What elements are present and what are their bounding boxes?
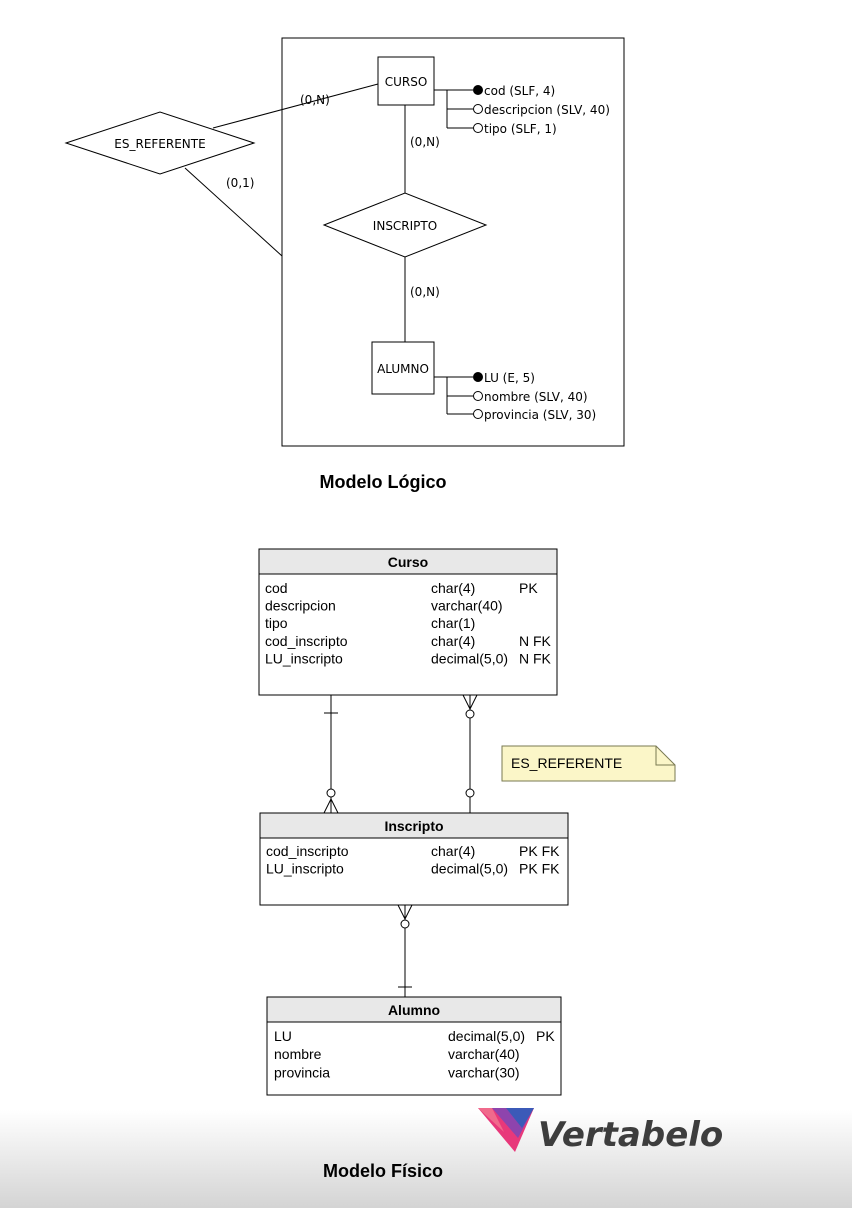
curso-column-name: descripcion [265, 598, 336, 614]
curso-column-type: char(4) [431, 633, 475, 649]
attribute-marker-icon [473, 104, 483, 114]
page-background-fade [0, 1110, 852, 1208]
curso-column-name: tipo [265, 615, 288, 631]
curso-column-key: N FK [519, 633, 552, 649]
crow-foot-icon [330, 798, 339, 814]
inscripto-column-name: LU_inscripto [266, 861, 344, 877]
cardinality-es-referente-curso: (0,N) [300, 93, 330, 107]
alumno-column-name: LU [274, 1028, 292, 1044]
crow-foot-icon [404, 904, 413, 920]
inscripto-table: Inscripto cod_inscripto char(4) PK FK LU_in… [259, 812, 569, 906]
note-label: ES_REFERENTE [511, 755, 622, 771]
curso-column-key: PK [519, 580, 538, 596]
inscripto-column-name: cod_inscripto [266, 843, 349, 859]
key-attribute-marker-icon [473, 372, 483, 382]
curso-column-key: N FK [519, 650, 552, 666]
inscripto-alumno-reference [397, 904, 413, 997]
optional-circle-icon [465, 709, 475, 719]
cardinality-inscripto-alumno: (0,N) [410, 285, 440, 299]
alumno-table-header [266, 996, 562, 1023]
note-fold-icon [655, 746, 675, 766]
es-referente-to-frame-line [184, 167, 283, 257]
alumno-column-name: nombre [274, 1046, 322, 1062]
alumno-column-type: varchar(40) [448, 1046, 520, 1062]
attribute-marker-icon [473, 123, 483, 133]
alumno-table-title: Alumno [388, 1002, 440, 1018]
attribute-marker-icon [473, 391, 483, 401]
curso-column-type: decimal(5,0) [431, 650, 508, 666]
cardinality-es-referente-box: (0,1) [226, 176, 254, 190]
alumno-attribute-nombre: nombre (SLV, 40) [484, 390, 588, 404]
curso-entity [377, 56, 435, 106]
curso-table-rows: cod char(4) PK descripcion varchar(40) tipo ch… [265, 580, 552, 666]
inscripto-relationship [322, 192, 488, 258]
crow-foot-icon [469, 694, 478, 710]
attribute-marker-icon [473, 409, 483, 419]
curso-entity-label: CURSO [385, 75, 428, 89]
alumno-entity [371, 341, 435, 395]
es-referente-label: ES_REFERENTE [114, 137, 205, 151]
es-referente-to-curso-line [212, 83, 379, 129]
curso-column-type: varchar(40) [431, 598, 503, 614]
logical-model-caption: Modelo Lógico [320, 472, 447, 492]
alumno-attributes: LU (E, 5) nombre (SLV, 40) provincia (SL… [434, 371, 596, 422]
crow-foot-icon [462, 694, 471, 710]
crow-foot-icon [397, 904, 406, 920]
inscripto-column-key: PK FK [519, 843, 560, 859]
alumno-column-type: varchar(30) [448, 1064, 520, 1080]
cardinality-curso-inscripto: (0,N) [410, 135, 440, 149]
alumno-table-rows: LU decimal(5,0) PK nombre varchar(40) provinc… [274, 1028, 555, 1080]
optional-circle-icon [400, 919, 410, 929]
logo-wordmark: Vertabelo [538, 1115, 723, 1155]
logo-mark-icon [506, 1108, 534, 1128]
curso-column-name: LU_inscripto [265, 650, 343, 666]
inscripto-label: INSCRIPTO [373, 219, 437, 233]
curso-table-header [258, 548, 558, 575]
inscripto-table-rows: cod_inscripto char(4) PK FK LU_inscripto dec… [266, 843, 560, 877]
curso-attribute-cod: cod (SLF, 4) [484, 84, 555, 98]
logical-model: ES_REFERENTE INSCRIPTO CURSO ALUMNO cod … [64, 37, 625, 492]
curso-column-type: char(1) [431, 615, 475, 631]
es-referente-note: ES_REFERENTE [501, 745, 676, 782]
logo-mark-icon [478, 1108, 504, 1132]
curso-attribute-descripcion: descripcion (SLV, 40) [484, 103, 610, 117]
inscripto-table-title: Inscripto [384, 818, 443, 834]
alumno-entity-label: ALUMNO [377, 362, 429, 376]
curso-inscripto-reference [323, 695, 339, 814]
crow-foot-icon [323, 798, 332, 814]
optional-circle-icon [326, 788, 336, 798]
curso-table: Curso cod char(4) PK descripcion varchar(40)… [258, 548, 558, 696]
alumno-attribute-provincia: provincia (SLV, 30) [484, 408, 596, 422]
curso-table-title: Curso [388, 554, 428, 570]
optional-circle-icon [465, 788, 475, 798]
key-attribute-marker-icon [473, 85, 483, 95]
alumno-attribute-lu: LU (E, 5) [484, 371, 535, 385]
inscripto-column-type: decimal(5,0) [431, 861, 508, 877]
curso-attributes: cod (SLF, 4) descripcion (SLV, 40) tipo … [434, 84, 610, 136]
inscripto-column-type: char(4) [431, 843, 475, 859]
curso-column-type: char(4) [431, 580, 475, 596]
alumno-column-key: PK [536, 1028, 555, 1044]
curso-column-name: cod [265, 580, 288, 596]
es-referente-relationship [64, 111, 256, 175]
vertabelo-logo: Vertabelo [478, 1108, 723, 1155]
alumno-table: Alumno LU decimal(5,0) PK nombre varchar(40)… [266, 996, 562, 1096]
es-referente-reference [462, 694, 478, 813]
note-shape [501, 745, 676, 782]
alumno-column-name: provincia [274, 1064, 330, 1080]
physical-model-caption: Modelo Físico [323, 1161, 443, 1181]
inscripto-column-key: PK FK [519, 861, 560, 877]
curso-column-name: cod_inscripto [265, 633, 348, 649]
inscripto-table-header [259, 812, 569, 839]
physical-model: Curso cod char(4) PK descripcion varchar(40)… [258, 548, 723, 1181]
curso-attribute-tipo: tipo (SLF, 1) [484, 122, 557, 136]
logical-model-frame [281, 37, 625, 447]
alumno-column-type: decimal(5,0) [448, 1028, 525, 1044]
